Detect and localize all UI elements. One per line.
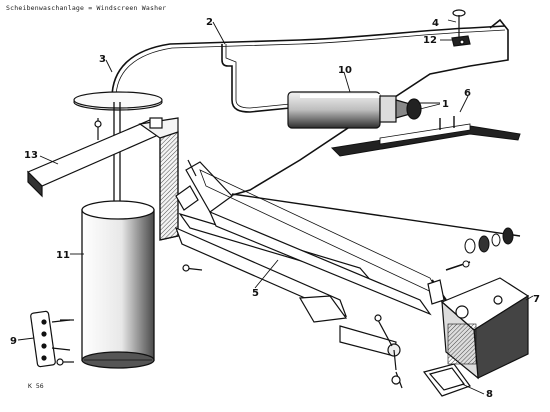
callout-4: 4: [432, 18, 439, 29]
figure-code: K 56: [28, 382, 44, 390]
gasket: [422, 363, 471, 397]
callout-7: 7: [533, 294, 540, 305]
wiper-linkage: [174, 161, 441, 371]
callout-6: 6: [464, 88, 471, 99]
callout-13: 13: [24, 150, 38, 161]
washer-jet: [451, 9, 471, 47]
bolts: [56, 159, 403, 389]
callout-12: 12: [423, 35, 437, 46]
callout-2: 2: [206, 17, 213, 28]
spindle-assembly: [231, 193, 521, 271]
leader-lines: [17, 19, 534, 395]
hand-pump: [287, 91, 441, 129]
callout-3: 3: [99, 54, 106, 65]
callout-8: 8: [486, 389, 493, 400]
mounting-bracket: [26, 117, 179, 241]
callouts: 1 2 3 4 5 6 7 8 9 10 11 12 13: [10, 17, 540, 400]
diagram-title: Scheibenwaschanlage = Windscreen Washer: [6, 4, 167, 12]
washer-hoses: [111, 18, 509, 201]
wiper-blade: [330, 116, 521, 157]
wiper-motor: [427, 277, 530, 380]
callout-11: 11: [56, 250, 70, 261]
switch-plate: [30, 310, 71, 368]
callout-9: 9: [10, 336, 17, 347]
callout-1: 1: [442, 99, 449, 110]
callout-10: 10: [338, 65, 352, 76]
reservoir-bottle: [73, 91, 163, 369]
callout-5: 5: [252, 288, 259, 299]
